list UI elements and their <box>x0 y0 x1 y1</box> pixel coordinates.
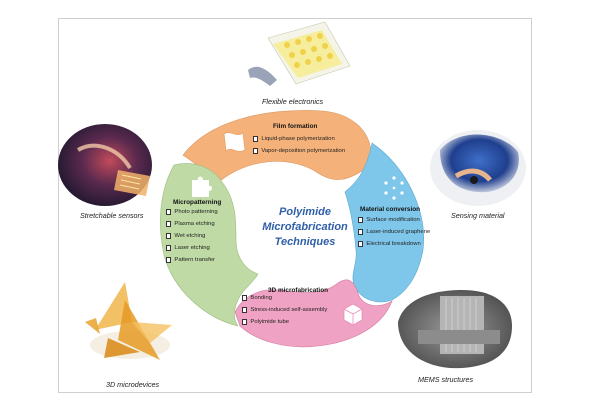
3d-microdevices-photo <box>85 282 172 360</box>
micropatterning-title: Micropatterning <box>173 199 222 206</box>
material-conversion-title: Material conversion <box>360 206 421 213</box>
cube-icon <box>343 303 363 326</box>
flexible-electronics-label: Flexible electronics <box>262 97 324 106</box>
mems-structures-photo <box>398 290 512 369</box>
checkbox-square-icon <box>358 217 364 223</box>
molecule-star-icon <box>384 176 404 200</box>
checkbox-square-icon <box>358 241 364 247</box>
list-item: Laser-induced graphene <box>358 226 430 238</box>
micropatterning-segment <box>160 163 259 327</box>
list-item: Wet etching <box>166 230 218 242</box>
list-item: Bonding <box>242 292 327 304</box>
checkbox-square-icon <box>166 245 172 251</box>
micropatterning-list: Photo patterning Plasma etching Wet etch… <box>166 206 218 266</box>
checkbox-square-icon <box>166 209 172 215</box>
figure-frame <box>58 18 532 393</box>
material-conversion-list: Surface modification Laser-induced graph… <box>358 214 430 250</box>
list-item: Laser etching <box>166 242 218 254</box>
checkbox-square-icon <box>166 221 172 227</box>
checkbox-square-icon <box>358 229 364 235</box>
list-item: Pattern transfer <box>166 254 218 266</box>
3d-microfabrication-list: Bonding Stress-induced self-assembly Pol… <box>242 292 327 328</box>
stretchable-sensors-label: Stretchable sensors <box>80 211 144 220</box>
list-item: Vapor-deposition polymerization <box>253 145 345 157</box>
puzzle-piece-icon <box>192 176 212 197</box>
stretchable-sensors-photo <box>58 124 152 206</box>
list-item: Electrical breakdown <box>358 238 430 250</box>
center-title-line-2: Microfabrication <box>262 221 348 233</box>
checkbox-square-icon <box>242 295 248 301</box>
film-sheet-icon <box>223 132 246 152</box>
checkbox-square-icon <box>166 257 172 263</box>
checkbox-square-icon <box>242 319 248 325</box>
checkbox-square-icon <box>242 307 248 313</box>
list-item: Plasma etching <box>166 218 218 230</box>
film-formation-title: Film formation <box>273 123 318 130</box>
mems-structures-label: MEMS structures <box>418 375 474 384</box>
checkbox-square-icon <box>166 233 172 239</box>
checkbox-square-icon <box>253 148 259 154</box>
center-title: Polyimide Microfabrication Techniques <box>225 205 385 250</box>
film-formation-list: Liquid-phase polymerization Vapor-deposi… <box>253 133 345 157</box>
list-item: Photo patterning <box>166 206 218 218</box>
3d-microfabrication-segment <box>234 279 393 348</box>
center-title-line-1: Polyimide <box>279 206 331 218</box>
flexible-electronics-photo <box>248 21 351 86</box>
sensing-material-photo <box>430 130 526 206</box>
material-conversion-segment <box>344 142 424 303</box>
list-item: Polyimide tube <box>242 316 327 328</box>
center-title-line-3: Techniques <box>274 236 336 248</box>
list-item: Surface modification <box>358 214 430 226</box>
3d-microfabrication-title: 3D microfabrication <box>268 287 329 294</box>
3d-microdevices-label: 3D microdevices <box>106 380 160 389</box>
list-item: Liquid-phase polymerization <box>253 133 345 145</box>
list-item: Stress-induced self-assembly <box>242 304 327 316</box>
sensing-material-label: Sensing material <box>451 211 505 220</box>
checkbox-square-icon <box>253 136 259 142</box>
